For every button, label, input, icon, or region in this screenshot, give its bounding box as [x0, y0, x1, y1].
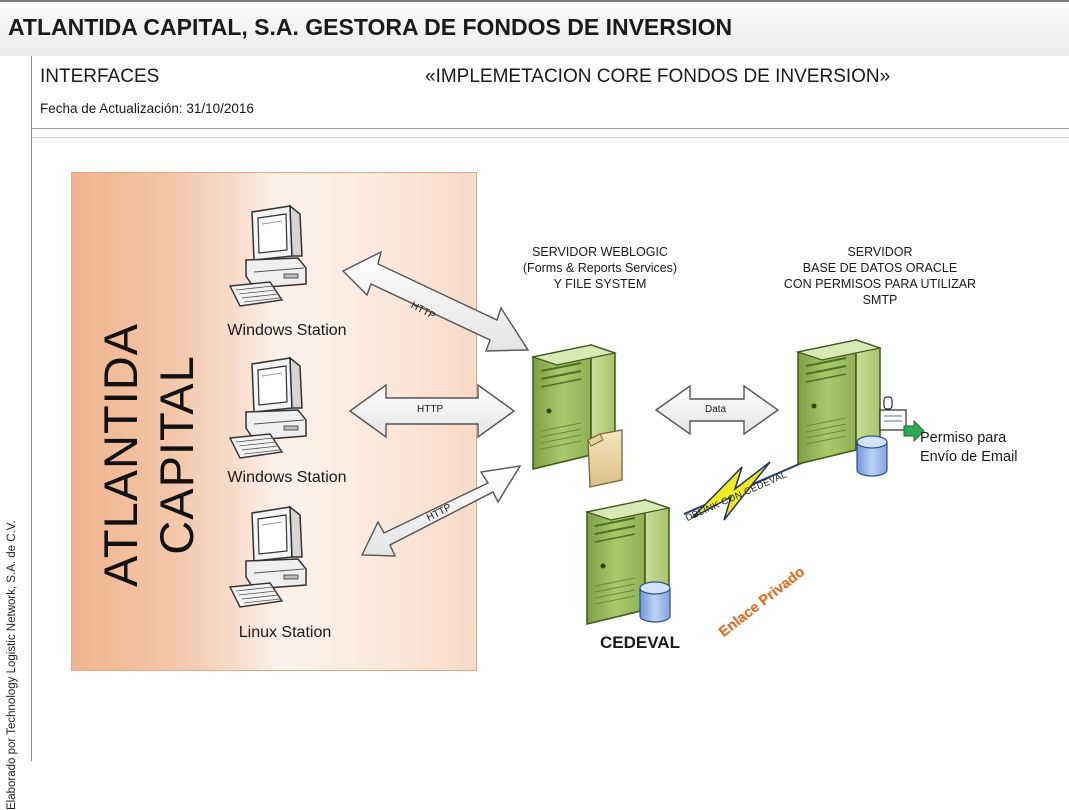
- document-header: [0, 0, 1069, 57]
- main-title: ATLANTIDA CAPITAL, S.A. GESTORA DE FONDO…: [8, 14, 733, 40]
- caption-line: SERVIDOR: [847, 245, 913, 259]
- station-label: Windows Station: [227, 322, 347, 339]
- email-permission-label: Permiso para Envío de Email: [920, 429, 1018, 467]
- http-arrow-3: [360, 465, 522, 557]
- database-icon: [856, 435, 888, 477]
- oracle-caption: SERVIDOR BASE DE DATOS ORACLE CON PERMIS…: [770, 244, 990, 308]
- caption-line: Y FILE SYSTEM: [553, 277, 647, 291]
- caption-line: BASE DE DATOS ORACLE: [802, 261, 958, 275]
- network-diagram: [229, 205, 925, 625]
- caption-line: CON PERMISOS PARA UTILIZAR: [783, 277, 977, 291]
- database-icon: [639, 581, 671, 623]
- project-title: «IMPLEMETACION CORE FONDOS DE INVERSION»: [425, 66, 891, 87]
- data-arrow: [654, 384, 780, 436]
- lightning-icon: [691, 461, 771, 521]
- station-label: Windows Station: [227, 469, 347, 486]
- http-label: HTTP: [417, 404, 444, 415]
- side-strip: [0, 56, 32, 761]
- data-label: Data: [705, 404, 727, 415]
- caption-line: SERVIDOR WEBLOGIC: [532, 245, 668, 259]
- weblogic-caption: SERVIDOR WEBLOGIC (Forms & Reports Servi…: [505, 244, 695, 292]
- folder-icon: [587, 429, 623, 488]
- divider: [32, 137, 1069, 138]
- section-title: INTERFACES: [40, 66, 160, 87]
- http-arrow-1: [341, 250, 530, 352]
- http-arrow-2: [348, 383, 516, 439]
- cedeval-label: CEDEVAL: [600, 633, 680, 652]
- computer-icon: [229, 506, 307, 608]
- station-label: Linux Station: [238, 624, 332, 641]
- computer-icon: [229, 357, 307, 459]
- email-line: Envío de Email: [920, 449, 1018, 465]
- subheader: [32, 56, 1069, 129]
- caption-line: SMTP: [862, 293, 898, 307]
- update-date: Fecha de Actualización: 31/10/2016: [40, 101, 254, 116]
- email-line: Permiso para: [920, 430, 1007, 446]
- computer-icon: [229, 205, 307, 307]
- caption-line: (Forms & Reports Services): [522, 261, 678, 275]
- email-icon: [879, 396, 925, 443]
